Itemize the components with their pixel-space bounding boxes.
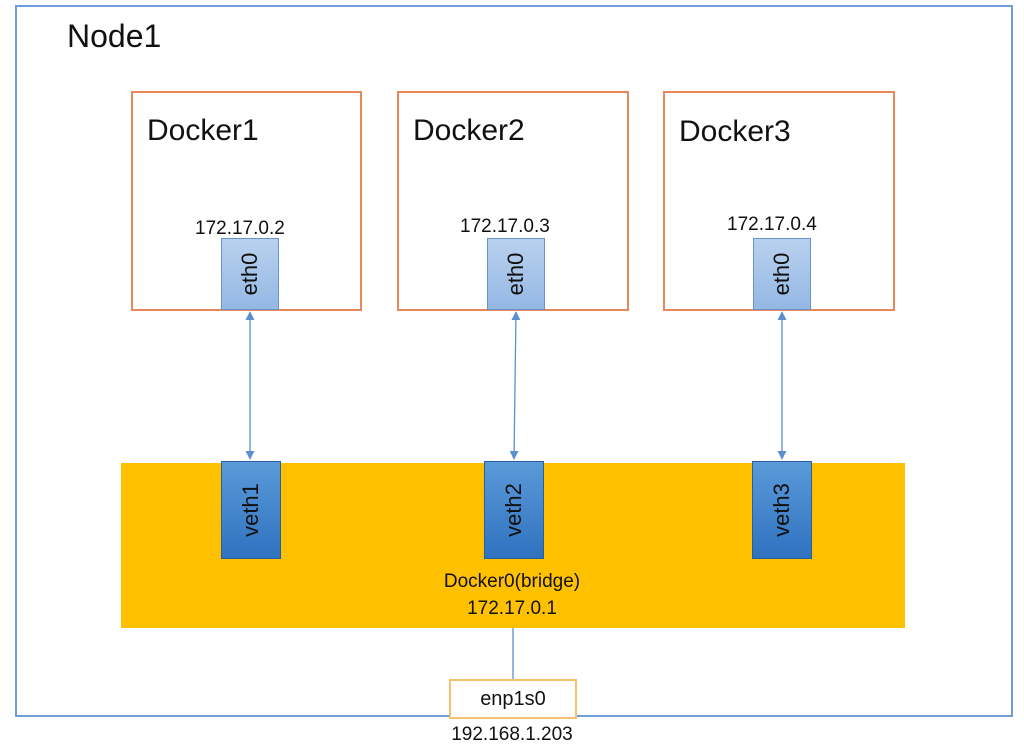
veth2-port[interactable]: veth2: [484, 461, 544, 559]
link-eth0-veth2: [509, 311, 521, 460]
node-title: Node1: [67, 18, 162, 54]
veth1-port[interactable]: veth1: [221, 461, 281, 559]
docker2-ip: 172.17.0.3: [460, 216, 550, 237]
docker3-title: Docker3: [679, 115, 791, 148]
bridge-name: Docker0(bridge): [443, 571, 581, 592]
enp1s0-label: enp1s0: [480, 688, 546, 710]
docker1-title: Docker1: [147, 114, 259, 147]
docker3-ip: 172.17.0.4: [727, 214, 817, 235]
docker3-eth0-port[interactable]: eth0: [753, 238, 811, 310]
docker2-eth0-port[interactable]: eth0: [487, 238, 545, 310]
docker2-title: Docker2: [413, 114, 525, 147]
bridge-ip: 172.17.0.1: [467, 598, 557, 619]
veth3-port[interactable]: veth3: [752, 461, 812, 559]
enp1s0-nic[interactable]: enp1s0: [449, 679, 577, 719]
host-ip: 192.168.1.203: [451, 724, 573, 745]
docker1-ip: 172.17.0.2: [195, 218, 285, 239]
docker1-eth0-port[interactable]: eth0: [221, 238, 279, 310]
